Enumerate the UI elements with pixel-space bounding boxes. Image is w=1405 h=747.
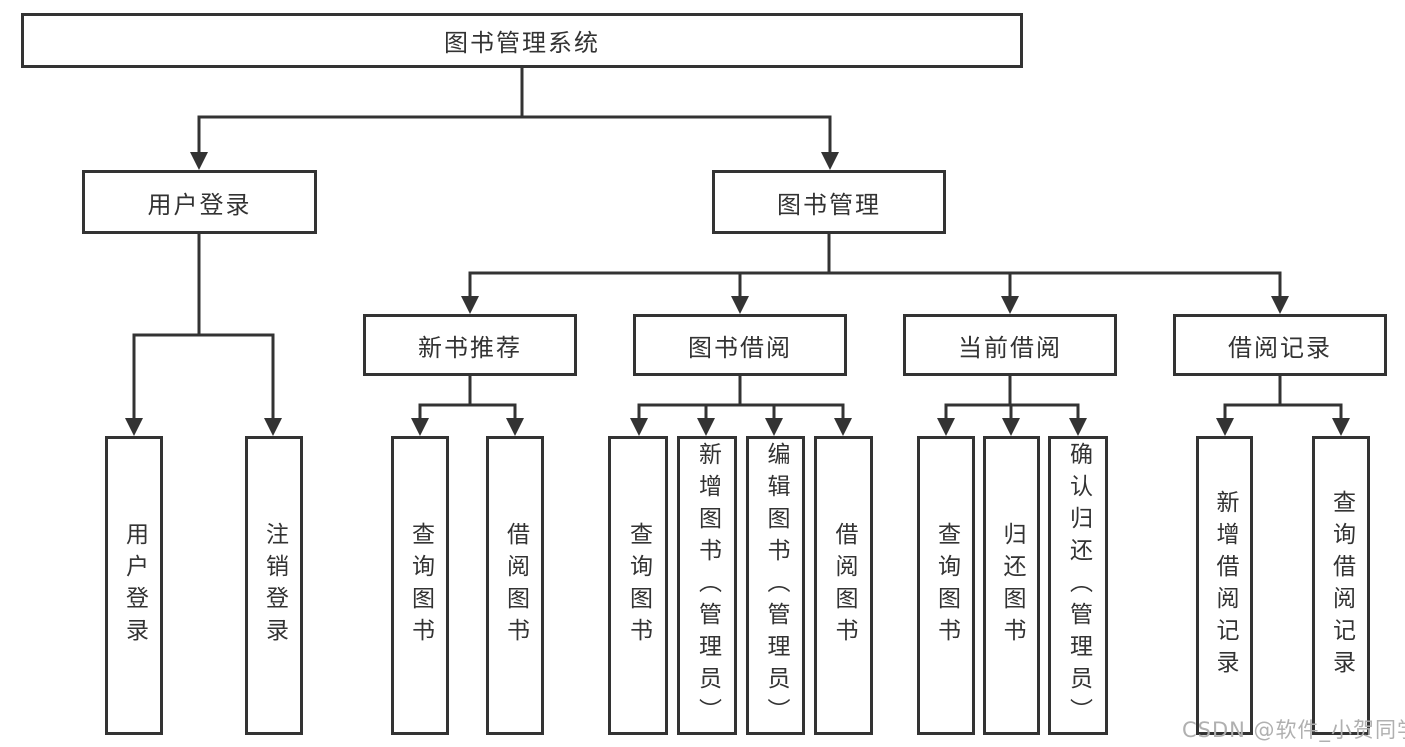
leaf-current-return-book: 归还图书 bbox=[983, 436, 1040, 735]
node-new-book-recommend-label: 新书推荐 bbox=[418, 333, 522, 362]
wire-new-book-recommend-to-leaves bbox=[418, 374, 517, 422]
leaf-borrow-query-book-label: 查询图书 bbox=[625, 521, 652, 650]
leaf-borrow-borrow-book: 借阅图书 bbox=[814, 436, 873, 735]
wire-current-borrow-to-leaves bbox=[944, 374, 1080, 422]
leaf-borrow-add-book-admin-label: 新增图书（管理员） bbox=[694, 441, 721, 730]
node-book-borrow: 图书借阅 bbox=[633, 314, 847, 376]
leaf-record-add-label: 新增借阅记录 bbox=[1212, 489, 1238, 682]
node-current-borrow-label: 当前借阅 bbox=[958, 333, 1062, 362]
leaf-user-login-label: 用户登录 bbox=[121, 521, 148, 650]
leaf-current-confirm-return-admin: 确认归还（管理员） bbox=[1048, 436, 1108, 735]
node-current-borrow: 当前借阅 bbox=[903, 314, 1117, 376]
csdn-watermark: CSDN @软件_小贺同学 bbox=[1182, 718, 1405, 742]
node-new-book-recommend: 新书推荐 bbox=[363, 314, 577, 376]
wire-user-login-to-leaves bbox=[132, 231, 275, 422]
node-book-management: 图书管理 bbox=[712, 170, 946, 234]
leaf-record-add: 新增借阅记录 bbox=[1196, 436, 1253, 735]
leaf-borrow-borrow-book-label: 借阅图书 bbox=[831, 521, 857, 650]
leaf-current-query-book: 查询图书 bbox=[917, 436, 975, 735]
leaf-borrow-edit-book-admin: 编辑图书（管理员） bbox=[746, 436, 805, 735]
leaf-new-book-borrow-label: 借阅图书 bbox=[502, 521, 529, 650]
node-book-borrow-label: 图书借阅 bbox=[688, 333, 792, 362]
wire-borrow-record-to-leaves bbox=[1223, 374, 1343, 422]
leaf-current-confirm-return-admin-label: 确认归还（管理员） bbox=[1065, 441, 1092, 730]
leaf-new-book-query: 查询图书 bbox=[391, 436, 449, 735]
node-book-management-label: 图书管理 bbox=[777, 190, 881, 219]
node-root-label: 图书管理系统 bbox=[444, 29, 600, 57]
node-user-login: 用户登录 bbox=[82, 170, 317, 234]
wire-root-to-level2 bbox=[197, 66, 832, 156]
node-borrow-record: 借阅记录 bbox=[1173, 314, 1387, 376]
leaf-new-book-query-label: 查询图书 bbox=[407, 521, 434, 650]
leaf-logout-login-label: 注销登录 bbox=[261, 521, 288, 650]
connector-wire-group bbox=[132, 66, 1343, 422]
leaf-record-query-label: 查询借阅记录 bbox=[1328, 489, 1355, 682]
leaf-borrow-query-book: 查询图书 bbox=[608, 436, 668, 735]
leaf-logout-login: 注销登录 bbox=[245, 436, 303, 735]
leaf-borrow-add-book-admin: 新增图书（管理员） bbox=[677, 436, 737, 735]
leaf-current-query-book-label: 查询图书 bbox=[933, 521, 960, 650]
node-borrow-record-label: 借阅记录 bbox=[1228, 333, 1332, 362]
wire-book-borrow-to-leaves bbox=[637, 374, 845, 422]
wire-book-mgmt-to-level3 bbox=[468, 231, 1282, 300]
leaf-new-book-borrow: 借阅图书 bbox=[486, 436, 544, 735]
leaf-user-login: 用户登录 bbox=[105, 436, 163, 735]
leaf-current-return-book-label: 归还图书 bbox=[999, 521, 1025, 650]
leaf-borrow-edit-book-admin-label: 编辑图书（管理员） bbox=[763, 441, 789, 730]
leaf-record-query: 查询借阅记录 bbox=[1312, 436, 1370, 735]
node-root-system: 图书管理系统 bbox=[21, 13, 1023, 68]
node-user-login-label: 用户登录 bbox=[147, 190, 252, 219]
